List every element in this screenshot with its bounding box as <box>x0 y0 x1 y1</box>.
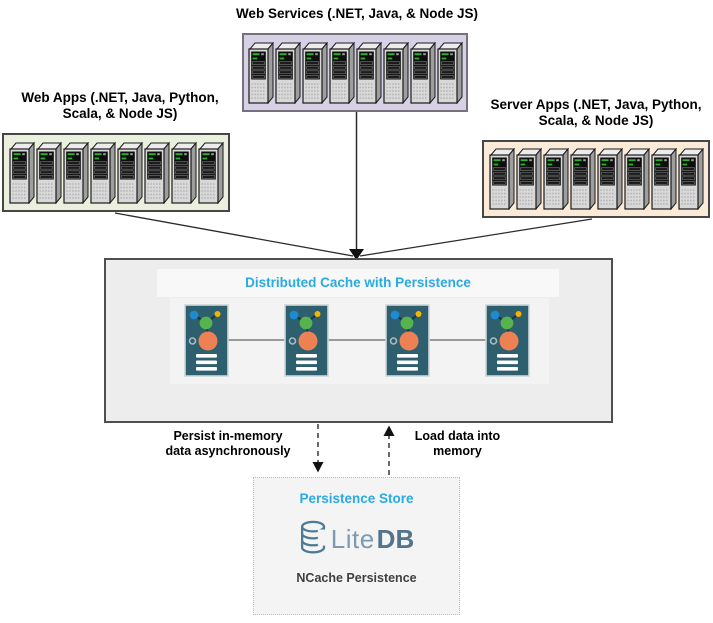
load-label-line1: Load data into <box>414 429 501 443</box>
web-apps-label: Web Apps (.NET, Java, Python, Scala, & N… <box>6 90 234 122</box>
cache-cluster-panel <box>170 298 549 384</box>
cache-node-icon <box>485 304 530 377</box>
cache-node-icon <box>284 304 330 377</box>
server-tower-icon <box>542 148 569 210</box>
server-tower-icon <box>170 141 197 204</box>
server-apps-label-line2: Scala, & Node JS) <box>538 113 654 128</box>
server-tower-icon <box>62 141 89 204</box>
server-tower-icon <box>328 41 355 104</box>
load-arrow-label: Load data into memory <box>385 429 530 459</box>
server-tower-icon <box>301 41 328 104</box>
server-tower-icon <box>677 148 704 210</box>
server-tower-icon <box>596 148 623 210</box>
server-tower-icon <box>488 148 515 210</box>
persistence-store-title: Persistence Store <box>299 491 414 506</box>
cache-node-icon <box>384 304 430 377</box>
server-apps-label: Server Apps (.NET, Java, Python, Scala, … <box>480 97 712 129</box>
cache-title: Distributed Cache with Persistence <box>157 269 559 297</box>
load-label-line2: memory <box>433 444 482 458</box>
server-tower-icon <box>274 41 301 104</box>
arrowhead-persist-down <box>312 462 324 473</box>
database-cylinder-icon <box>300 520 328 554</box>
litedb-logo-text-lite: Lite <box>330 523 375 554</box>
litedb-logo-text-db: DB <box>376 523 415 554</box>
server-tower-icon <box>197 141 224 204</box>
cache-node-icon <box>184 304 229 377</box>
ncache-persistence-caption: NCache Persistence <box>296 571 417 585</box>
server-tower-icon <box>89 141 116 204</box>
persist-label-line2: data asynchronously <box>165 444 291 458</box>
server-tower-icon <box>623 148 650 210</box>
server-tower-icon <box>650 148 677 210</box>
server-tower-icon <box>8 141 35 204</box>
server-tower-icon <box>409 41 436 104</box>
server-tower-icon <box>515 148 542 210</box>
server-tower-icon <box>143 141 170 204</box>
cache-node-row <box>184 304 530 377</box>
web-apps-label-line2: Scala, & Node JS) <box>62 106 178 121</box>
server-tower-icon <box>355 41 382 104</box>
server-apps-label-line1: Server Apps (.NET, Java, Python, <box>490 97 702 112</box>
server-apps-box <box>482 140 710 218</box>
server-tower-icon <box>116 141 143 204</box>
persist-label-line1: Persist in-memory <box>173 429 283 443</box>
server-tower-icon <box>569 148 596 210</box>
distributed-cache-box: Distributed Cache with Persistence <box>104 258 613 423</box>
server-tower-icon <box>436 41 463 104</box>
server-tower-icon <box>382 41 409 104</box>
server-tower-icon <box>35 141 62 204</box>
web-services-box <box>242 33 468 112</box>
web-apps-label-line1: Web Apps (.NET, Java, Python, <box>21 90 219 105</box>
persist-arrow-label: Persist in-memory data asynchronously <box>148 429 308 459</box>
server-tower-icon <box>247 41 274 104</box>
cluster-connector-line <box>206 339 507 341</box>
web-apps-box <box>2 133 230 212</box>
web-services-label: Web Services (.NET, Java, & Node JS) <box>235 6 479 21</box>
